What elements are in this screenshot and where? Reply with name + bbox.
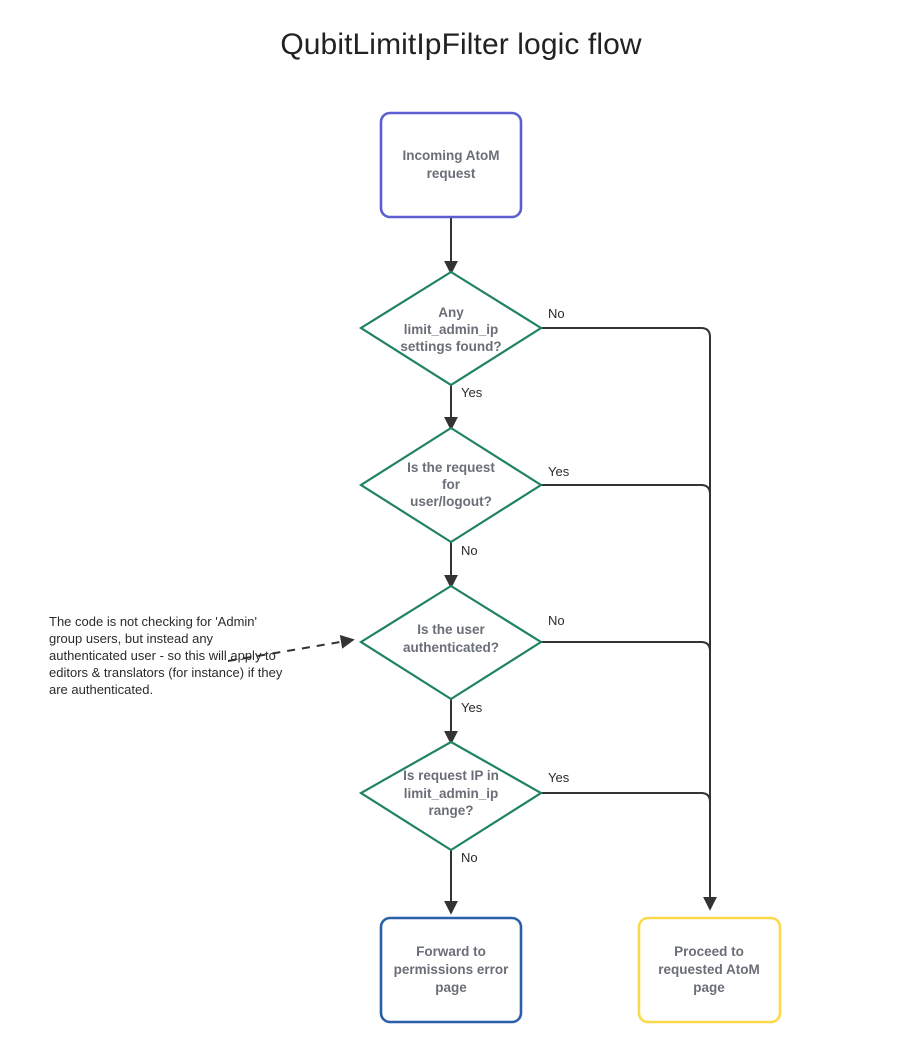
node-limit-admin-ip-settings-found[interactable]: Any limit_admin_ip settings found?: [358, 270, 544, 387]
decision4-line3: range?: [428, 803, 473, 818]
proceed-line2: requested AtoM: [658, 962, 760, 977]
note-line3: authenticated user - so this will apply …: [49, 648, 276, 663]
edge-label-decision4-yes: Yes: [548, 770, 570, 785]
note-line1: The code is not checking for 'Admin': [49, 614, 257, 629]
incoming-request-line2: request: [427, 166, 476, 181]
decision2-diamond: [358, 426, 544, 544]
error-line3: page: [435, 980, 467, 995]
note-line2: group users, but instead any: [49, 631, 214, 646]
error-box: [379, 916, 523, 1024]
incoming-request-box: [379, 111, 523, 219]
note-line4: editors & translators (for instance) if …: [49, 665, 283, 680]
edge-label-decision4-no: No: [461, 850, 478, 865]
proceed-line1: Proceed to: [674, 944, 744, 959]
proceed-line3: page: [693, 980, 725, 995]
decision3-diamond: [358, 584, 544, 701]
decision1-line2: limit_admin_ip: [404, 322, 499, 337]
note-line5: are authenticated.: [49, 682, 153, 697]
proceed-box: [637, 916, 782, 1024]
edge-label-decision3-no: No: [548, 613, 565, 628]
edge-decision1-no: [541, 327, 717, 911]
decision4-diamond: [358, 740, 544, 852]
decision3-line2: authenticated?: [403, 640, 499, 655]
node-request-ip-in-range[interactable]: Is request IP in limit_admin_ip range?: [358, 740, 544, 852]
node-request-for-user-logout[interactable]: Is the request for user/logout?: [358, 426, 544, 544]
node-forward-permissions-error[interactable]: Forward to permissions error page: [379, 916, 523, 1024]
edge-decision4-yes: [541, 792, 711, 870]
decision3-line1: Is the user: [417, 622, 485, 637]
edge-label-decision3-yes: Yes: [461, 700, 483, 715]
incoming-request-line1: Incoming AtoM: [403, 148, 500, 163]
page-title: QubitLimitIpFilter logic flow: [280, 28, 642, 61]
decision1-diamond: [358, 270, 544, 387]
decision1-line1: Any: [438, 305, 464, 320]
error-line1: Forward to: [416, 944, 486, 959]
edge-label-decision1-yes: Yes: [461, 385, 483, 400]
decision2-line1: Is the request: [407, 460, 495, 475]
node-incoming-request[interactable]: Incoming AtoM request: [379, 111, 523, 219]
node-user-authenticated[interactable]: Is the user authenticated?: [358, 584, 544, 701]
edge-label-decision2-yes: Yes: [548, 464, 570, 479]
annotation-note: The code is not checking for 'Admin' gro…: [49, 614, 283, 697]
edge-label-decision1-no: No: [548, 306, 565, 321]
decision4-line1: Is request IP in: [403, 768, 499, 783]
decision1-line3: settings found?: [400, 339, 501, 354]
edge-note-to-decision3: [227, 634, 355, 662]
edge-decision2-yes: [541, 484, 711, 560]
decision2-line2: for: [442, 477, 461, 492]
decision2-line3: user/logout?: [410, 494, 492, 509]
edge-label-decision2-no: No: [461, 543, 478, 558]
error-line2: permissions error: [394, 962, 510, 977]
decision4-line2: limit_admin_ip: [404, 786, 499, 801]
edge-decision3-no: [541, 641, 711, 720]
node-proceed-requested-page[interactable]: Proceed to requested AtoM page: [637, 916, 782, 1024]
